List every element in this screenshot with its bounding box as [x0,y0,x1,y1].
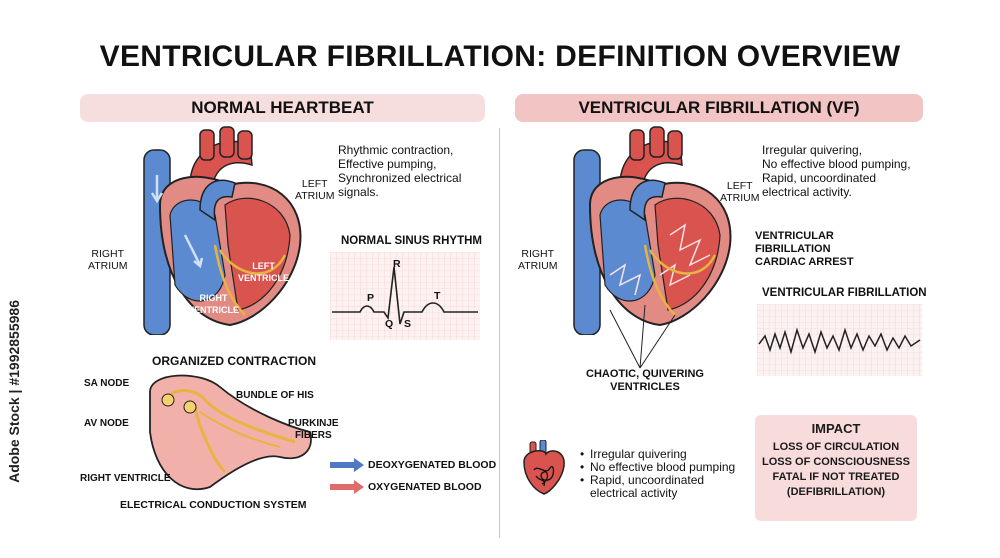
normal-heart-illustration [143,126,302,335]
left-ventricle-label: LEFT VENTRICLE [238,261,290,283]
oxygenated-arrow-icon [330,480,364,494]
ecg-p-wave: P [367,292,375,304]
impact-title: IMPACT [811,421,861,436]
ecg-s-wave: S [404,318,412,330]
av-node-label: AV NODE [84,418,129,429]
normal-heartbeat-header: NORMAL HEARTBEAT [80,94,485,122]
purkinje-fibers-label: PURKINJE FIBERS [288,418,339,441]
legend-deoxygenated: DEOXYGENATED BLOOD [368,459,497,471]
legend-oxygenated: OXYGENATED BLOOD [368,481,482,493]
vf-cardiac-arrest-label: VENTRICULAR FIBRILLATION CARDIAC ARREST [755,230,854,268]
chaotic-heart-icon [523,440,565,495]
vf-bullet-list: Irregular quivering No effective blood p… [580,448,735,500]
vf-bullet-item: Rapid, uncoordinated electrical activity [580,474,735,500]
vf-bullet-item: No effective blood pumping [580,461,735,475]
impact-line: LOSS OF CONSCIOUSNESS [762,456,910,468]
section-divider [499,128,500,538]
impact-line: LOSS OF CIRCULATION [772,441,900,453]
page-title: VENTRICULAR FIBRILLATION: DEFINITION OVE… [99,40,901,73]
stock-watermark: Adobe Stock | #1992855986 [6,300,22,483]
ecg-t-wave: T [434,290,441,302]
ecg-q-wave: Q [385,318,394,330]
vf-left-atrium-label: LEFT ATRIUM [720,180,760,204]
vf-bullet-item: Irregular quivering [580,448,735,462]
vf-description: Irregular quivering, No effective blood … [762,143,911,199]
bundle-of-his-label: BUNDLE OF HIS [236,390,314,401]
chaotic-ventricles-label: CHAOTIC, QUIVERING VENTRICLES [586,368,704,393]
impact-line: FATAL IF NOT TREATED (DEFIBRILLATION) [772,471,900,498]
vf-header: VENTRICULAR FIBRILLATION (VF) [515,94,923,122]
vf-heart-illustration [573,126,732,335]
conduction-right-ventricle-label: RIGHT VENTRICLE [80,473,171,484]
right-ventricle-label: RIGHT VENTRICLE [188,293,240,315]
conduction-system-illustration [149,374,312,491]
ecg-r-wave: R [393,258,401,270]
normal-description: Rhythmic contraction, Effective pumping,… [338,143,462,199]
organized-contraction-title: ORGANIZED CONTRACTION [152,354,316,368]
conduction-caption: ELECTRICAL CONDUCTION SYSTEM [120,499,307,511]
right-atrium-label: RIGHT ATRIUM [88,248,128,272]
normal-ecg-title: NORMAL SINUS RHYTHM [341,235,482,247]
impact-box: IMPACT LOSS OF CIRCULATION LOSS OF CONSC… [755,415,917,521]
chaotic-pointer-lines [609,304,676,369]
vf-right-atrium-label: RIGHT ATRIUM [518,248,558,272]
deoxygenated-arrow-icon [330,458,364,472]
left-atrium-label: LEFT ATRIUM [295,178,335,202]
vf-ecg-title: VENTRICULAR FIBRILLATION [762,287,927,299]
vf-ecg [757,304,922,376]
normal-sinus-rhythm-ecg [330,252,480,340]
sa-node-label: SA NODE [84,378,130,389]
